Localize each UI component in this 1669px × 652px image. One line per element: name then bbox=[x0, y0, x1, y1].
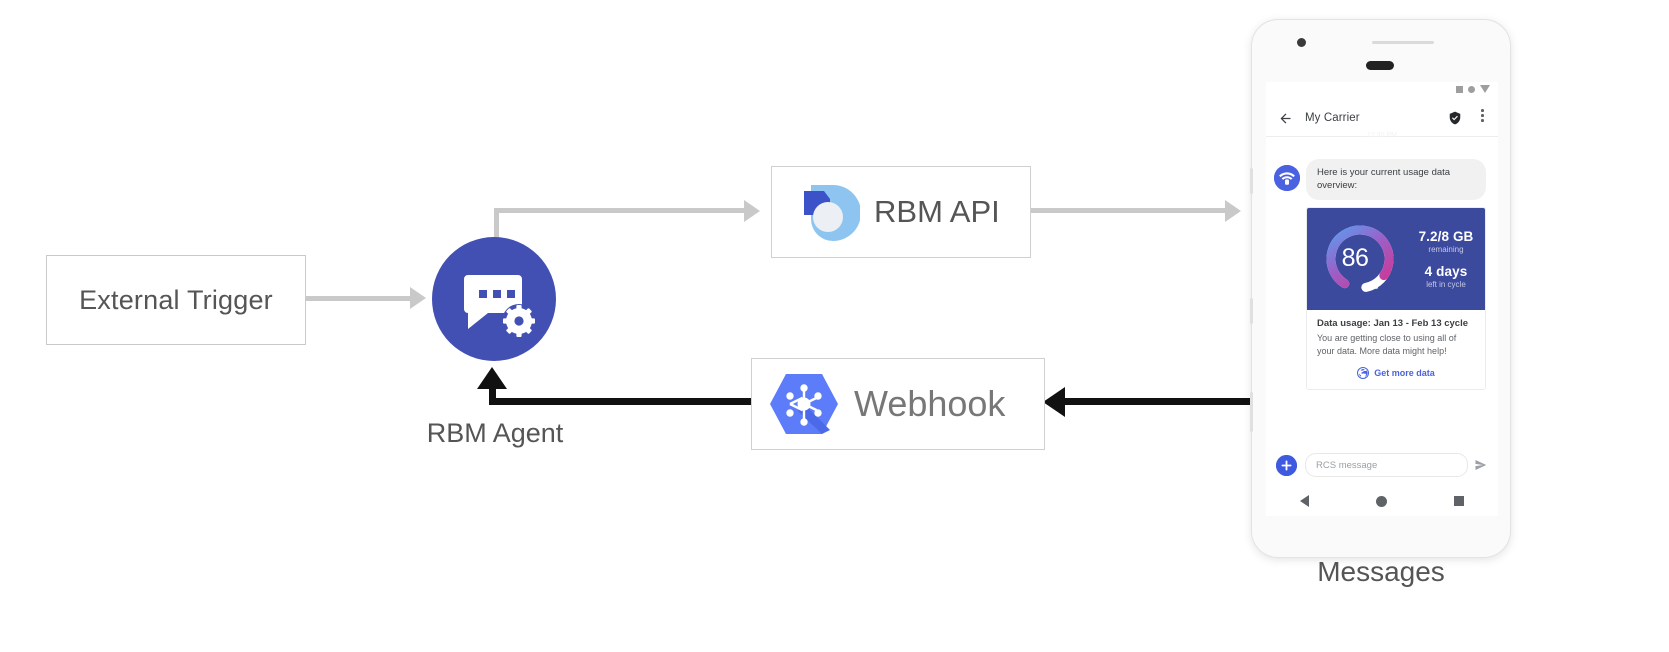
rbm-api-logo-icon bbox=[788, 176, 861, 248]
stat-data-remaining: 7.2/8 GB remaining bbox=[1419, 229, 1474, 254]
front-camera-icon bbox=[1297, 38, 1306, 47]
overflow-dot bbox=[1481, 114, 1484, 117]
rcs-message-placeholder: RCS message bbox=[1316, 459, 1378, 471]
conversation-timestamp: 12:30 PM bbox=[1367, 132, 1397, 139]
phone-screen: My Carrier 12:30 PM bbox=[1266, 82, 1498, 516]
app-bar: My Carrier bbox=[1266, 100, 1498, 137]
rbm-agent-node[interactable] bbox=[432, 237, 556, 361]
globe-icon bbox=[1357, 367, 1370, 380]
rich-card-hero: 86 % 7.2/8 GB remaining 4 days left in c… bbox=[1307, 207, 1485, 310]
phone-side-button bbox=[1250, 298, 1253, 324]
stat-value: 4 days bbox=[1424, 263, 1468, 279]
webhook-node[interactable]: Webhook bbox=[751, 358, 1045, 450]
rbm-api-label: RBM API bbox=[874, 194, 1000, 229]
carrier-avatar-icon bbox=[1274, 165, 1300, 191]
rich-card[interactable]: 86 % 7.2/8 GB remaining 4 days left in c… bbox=[1306, 206, 1486, 391]
stat-caption: remaining bbox=[1428, 244, 1464, 254]
verified-shield-icon bbox=[1448, 111, 1462, 125]
app-bar-title: My Carrier bbox=[1305, 112, 1360, 124]
circle-icon bbox=[1468, 85, 1475, 93]
phone-mockup: My Carrier 12:30 PM bbox=[1250, 20, 1510, 557]
send-icon[interactable] bbox=[1474, 458, 1488, 472]
overflow-dot bbox=[1481, 109, 1484, 112]
external-trigger-label: External Trigger bbox=[79, 284, 273, 315]
webhook-label: Webhook bbox=[854, 383, 1006, 424]
stat-caption: left in cycle bbox=[1426, 279, 1466, 289]
external-trigger-node[interactable]: External Trigger bbox=[46, 255, 306, 345]
overflow-menu-icon[interactable] bbox=[1481, 109, 1484, 122]
gauge-percent-value: 86 bbox=[1341, 244, 1369, 273]
back-arrow-icon[interactable] bbox=[1278, 111, 1293, 126]
usage-gauge: 86 % bbox=[1321, 220, 1399, 298]
get-more-data-button[interactable]: Get more data bbox=[1317, 367, 1475, 380]
square-icon bbox=[1456, 85, 1463, 93]
plus-icon[interactable] bbox=[1276, 454, 1297, 476]
phone-side-button bbox=[1250, 168, 1253, 194]
usage-stats: 7.2/8 GB remaining 4 days left in cycle bbox=[1407, 208, 1485, 310]
gauge-percent-symbol: % bbox=[1369, 280, 1379, 292]
nav-back-icon[interactable] bbox=[1299, 495, 1309, 507]
incoming-message-bubble: Here is your current usage data overview… bbox=[1306, 159, 1486, 200]
get-more-data-label: Get more data bbox=[1374, 368, 1435, 379]
rcs-message-input[interactable]: RCS message bbox=[1305, 453, 1468, 477]
stat-days-left: 4 days left in cycle bbox=[1425, 264, 1468, 289]
status-bar bbox=[1266, 82, 1498, 100]
webhook-hexagon-icon bbox=[768, 371, 840, 437]
chat-gear-icon bbox=[464, 275, 536, 338]
rich-card-body: Data usage: Jan 13 - Feb 13 cycle You ar… bbox=[1307, 310, 1485, 389]
overflow-dot bbox=[1481, 119, 1484, 122]
conversation-area: Here is your current usage data overview… bbox=[1266, 137, 1498, 391]
phone-side-button bbox=[1250, 392, 1253, 432]
rbm-agent-label: RBM Agent bbox=[426, 418, 564, 448]
phone-top-speaker bbox=[1372, 41, 1434, 44]
message-composer: RCS message bbox=[1266, 448, 1498, 482]
messages-label: Messages bbox=[1317, 556, 1445, 587]
status-bar-icons bbox=[1456, 85, 1490, 93]
triangle-down-icon bbox=[1480, 85, 1490, 93]
rbm-api-node[interactable]: RBM API bbox=[771, 166, 1031, 258]
rich-card-description: You are getting close to using all of yo… bbox=[1317, 332, 1457, 357]
nav-home-icon[interactable] bbox=[1375, 495, 1387, 507]
android-nav-bar bbox=[1266, 486, 1498, 516]
phone-earpiece bbox=[1366, 61, 1394, 70]
stat-value: 7.2/8 GB bbox=[1418, 228, 1474, 244]
nav-recents-icon[interactable] bbox=[1454, 496, 1465, 506]
gauge-percent: 86 % bbox=[1321, 220, 1399, 298]
rich-card-title: Data usage: Jan 13 - Feb 13 cycle bbox=[1317, 317, 1469, 329]
